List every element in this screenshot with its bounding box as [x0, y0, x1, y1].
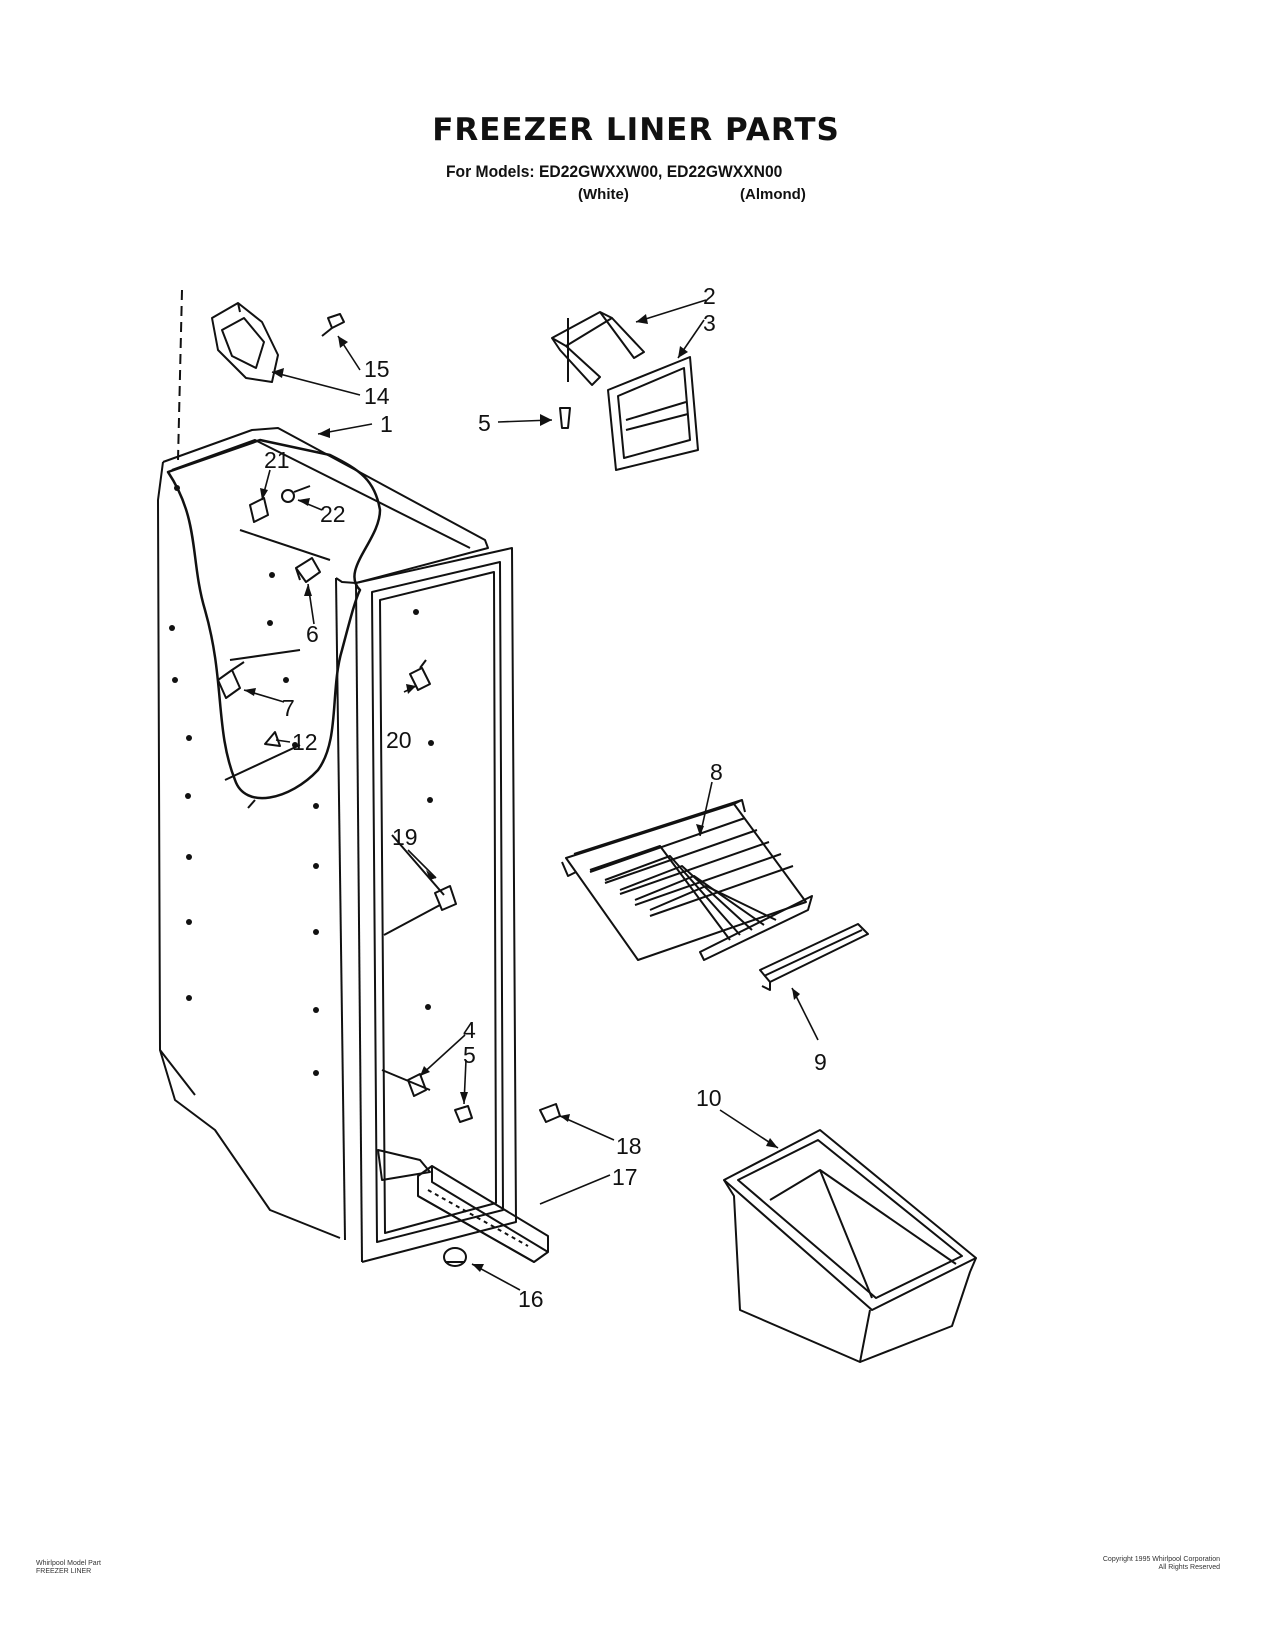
- screw-part-5-bottom: [454, 1105, 473, 1123]
- page-title: FREEZER LINER PARTS: [432, 112, 840, 148]
- part-6: [295, 557, 321, 583]
- part-19: [434, 885, 457, 911]
- bumper-part-16: [443, 1247, 467, 1267]
- leader-lines: [243, 299, 819, 1291]
- footer-left: Whirlpool Model Part FREEZER LINER: [36, 1560, 101, 1576]
- leader-arrowheads: [244, 314, 800, 1272]
- panel-part-3: [607, 356, 699, 471]
- part-22: [281, 485, 311, 503]
- screw-part-18: [539, 1103, 561, 1123]
- footer-right: Copyright 1995 Whirlpool Corporation All…: [1020, 1556, 1220, 1572]
- footer-right-line-2: All Rights Reserved: [1158, 1564, 1220, 1571]
- callout-labels: 1 2 3 4 5 5 6 7 8 9 10 12 14 15 16 17 18…: [264, 283, 827, 1312]
- bar-part-17: [417, 1165, 549, 1263]
- part-21: [249, 497, 269, 523]
- callout-10: 10: [696, 1085, 722, 1111]
- footer-left-line-1: Whirlpool Model Part: [36, 1560, 101, 1567]
- part-12: [264, 731, 281, 747]
- callout-16: 16: [518, 1286, 544, 1312]
- callout-20: 20: [386, 727, 412, 753]
- callout-9: 9: [814, 1049, 827, 1075]
- mounting-holes: [169, 485, 434, 1076]
- callout-2: 2: [703, 283, 716, 309]
- bin-part-10: [723, 1129, 977, 1363]
- color-white-label: (White): [578, 186, 629, 203]
- callout-12: 12: [292, 729, 318, 755]
- part-20: [409, 659, 431, 691]
- callout-17: 17: [612, 1164, 638, 1190]
- callout-21: 21: [264, 447, 290, 473]
- freezer-liner-part-1: [157, 289, 517, 1263]
- footer-right-line-1: Copyright 1995 Whirlpool Corporation: [1102, 1556, 1220, 1563]
- models-line: For Models: ED22GWXXW00, ED22GWXXN00: [446, 162, 783, 181]
- trim-part-9: [759, 923, 869, 991]
- callout-18: 18: [616, 1133, 642, 1159]
- callout-5-bottom: 5: [463, 1042, 476, 1068]
- screw-part-5-top: [559, 407, 571, 429]
- callout-14: 14: [364, 383, 390, 409]
- footer-left-line-2: FREEZER LINER: [36, 1568, 92, 1575]
- callout-19: 19: [392, 824, 418, 850]
- callout-5-top: 5: [478, 410, 491, 436]
- callout-6: 6: [306, 621, 319, 647]
- callout-3: 3: [703, 310, 716, 336]
- callout-15: 15: [364, 356, 390, 382]
- callout-7: 7: [282, 695, 295, 721]
- part-4: [407, 1073, 427, 1097]
- callout-8: 8: [710, 759, 723, 785]
- color-almond-label: (Almond): [740, 186, 806, 203]
- callout-1: 1: [380, 411, 393, 437]
- screw-part-15: [321, 313, 345, 337]
- shelf-part-8: [561, 799, 813, 961]
- clip-part-2: [551, 311, 645, 386]
- bracket-part-14: [211, 302, 279, 383]
- part-7: [217, 661, 245, 699]
- callout-4: 4: [463, 1017, 476, 1043]
- callout-22: 22: [320, 501, 346, 527]
